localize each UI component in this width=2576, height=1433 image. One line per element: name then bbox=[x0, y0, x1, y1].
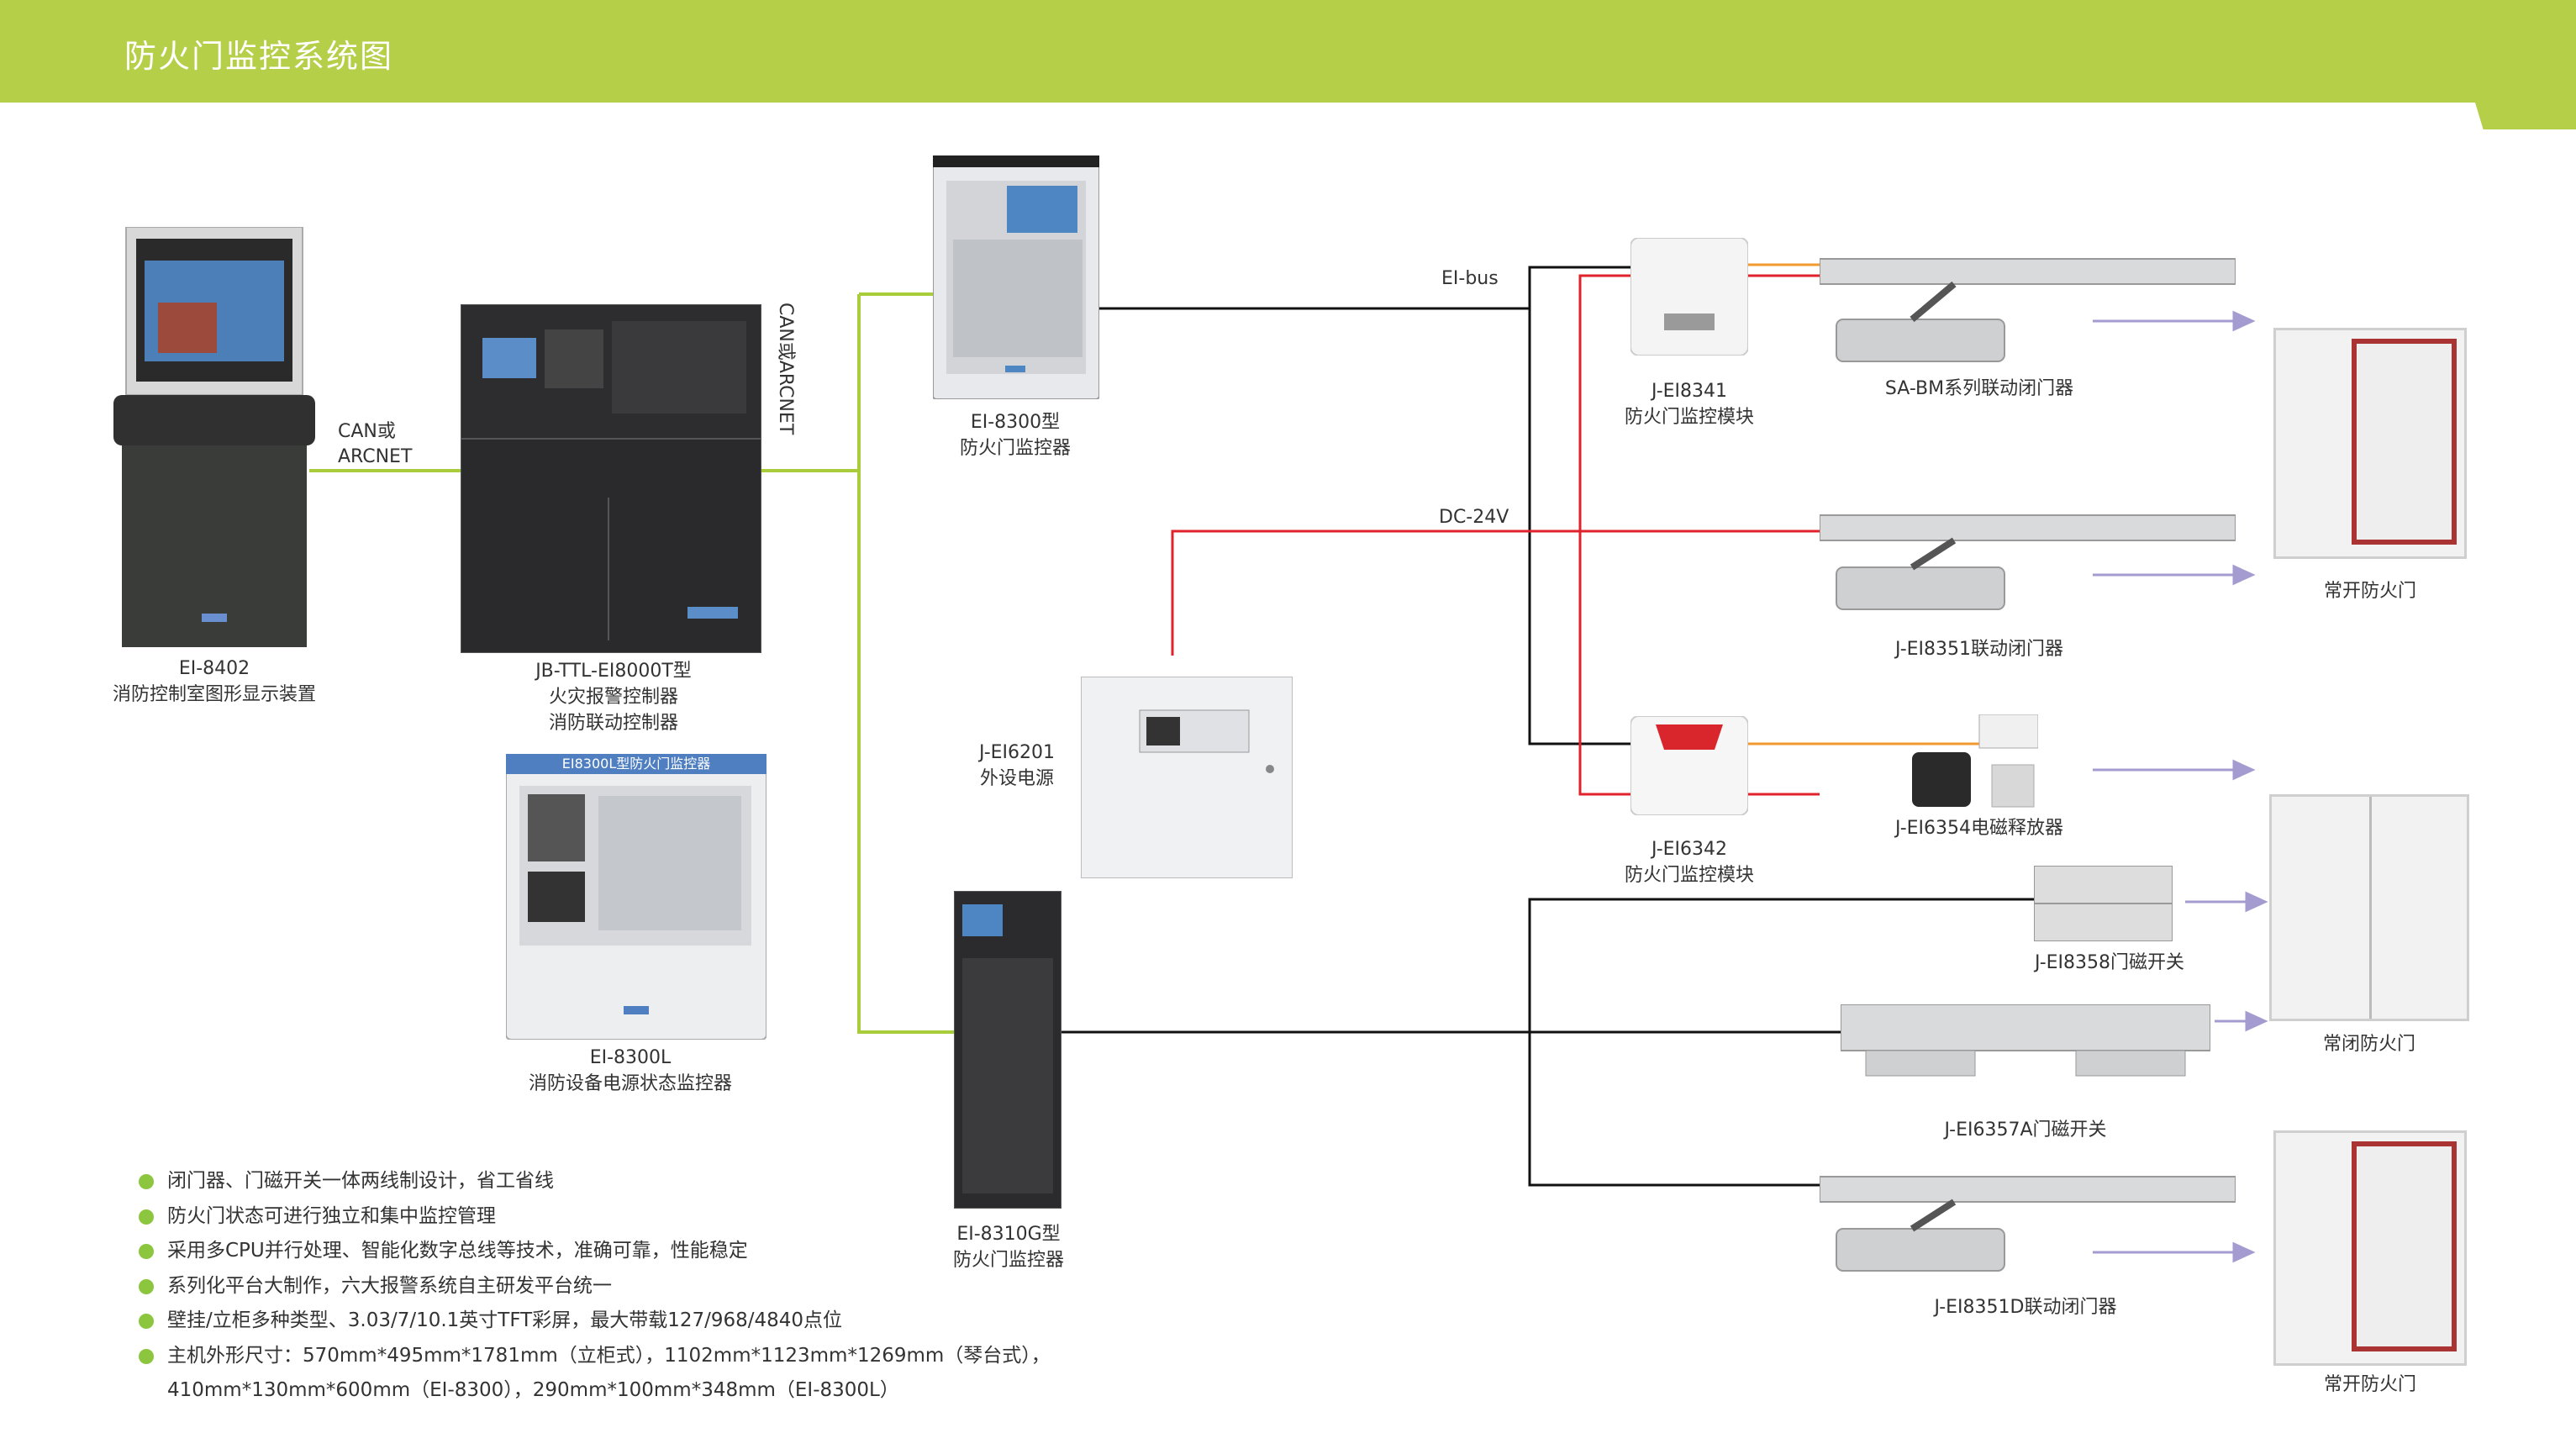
ei8310g-label-2: 防火门监控器 bbox=[952, 1250, 1064, 1271]
ei8300-label-1: EI-8300型 bbox=[970, 412, 1061, 433]
closed-door-image bbox=[2269, 794, 2469, 1021]
ei8402-label-2: 消防控制室图形显示装置 bbox=[112, 684, 316, 705]
ei8310g-device-image bbox=[953, 890, 1062, 1209]
ei6342-device-image bbox=[1630, 715, 1749, 816]
ei8000t-label-3: 消防联动控制器 bbox=[548, 713, 678, 734]
ei8341-device-image bbox=[1630, 237, 1749, 356]
ei8341-label-1: J-EI8341 bbox=[1651, 381, 1728, 402]
ei8310g-label-1: EI-8310G型 bbox=[956, 1224, 1061, 1245]
ei8300l-label-1: EI-8300L bbox=[589, 1047, 672, 1068]
bullet-icon bbox=[139, 1174, 154, 1189]
open-door-1-label: 常开防火门 bbox=[2323, 581, 2416, 602]
header-tab-decoration bbox=[2475, 103, 2576, 129]
door-arrows bbox=[2093, 310, 2268, 1263]
ei6201-label-2: 外设电源 bbox=[979, 768, 1054, 789]
ei8351-closer-image bbox=[1819, 508, 2236, 626]
feature-item: 系列化平台大制作，六大报警系统自主研发平台统一 bbox=[139, 1269, 1051, 1304]
ei6342-label-2: 防火门监控模块 bbox=[1624, 865, 1754, 886]
open-door-1-image bbox=[2273, 328, 2467, 559]
can-arcnet-label-1: CAN或 bbox=[338, 421, 396, 442]
open-door-2-label: 常开防火门 bbox=[2323, 1374, 2416, 1395]
feature-item: 主机外形尺寸：570mm*495mm*1781mm（立柜式），1102mm*11… bbox=[139, 1339, 1051, 1374]
ei6354-release-image bbox=[1912, 714, 2039, 824]
dc24v-label: DC-24V bbox=[1439, 507, 1509, 528]
feature-item: 闭门器、门磁开关一体两线制设计，省工省线 bbox=[139, 1164, 1051, 1199]
feature-list: 闭门器、门磁开关一体两线制设计，省工省线 防火门状态可进行独立和集中监控管理 采… bbox=[139, 1164, 1051, 1409]
header-bar bbox=[0, 0, 2576, 103]
signal-lines bbox=[1748, 263, 1988, 745]
ei8300l-label-2: 消防设备电源状态监控器 bbox=[528, 1073, 732, 1094]
ei8351d-closer-image bbox=[1819, 1170, 2236, 1288]
ei-bus-label: EI-bus bbox=[1441, 268, 1499, 289]
ei8300-label-2: 防火门监控器 bbox=[959, 438, 1071, 459]
ei6357a-switch-image bbox=[1840, 1004, 2211, 1080]
can-arcnet-lines bbox=[309, 292, 954, 1034]
feature-item: 防火门状态可进行独立和集中监控管理 bbox=[139, 1199, 1051, 1235]
sabm-label: SA-BM系列联动闭门器 bbox=[1884, 378, 2074, 399]
ei8300l-device-image: EI8300L型防火门监控器 bbox=[505, 753, 767, 1041]
ei8351d-label: J-EI8351D联动闭门器 bbox=[1934, 1297, 2117, 1318]
closed-door-label: 常闭防火门 bbox=[2322, 1034, 2415, 1055]
ei8358-switch-image bbox=[2033, 865, 2173, 942]
ei6201-device-image bbox=[1080, 676, 1293, 879]
ei8000t-device-image bbox=[460, 303, 762, 654]
ei6342-label-1: J-EI6342 bbox=[1651, 839, 1728, 860]
can-arcnet-vertical-label: CAN或ARCNET bbox=[775, 303, 796, 435]
ei8300-device-image bbox=[932, 155, 1100, 400]
ei6357a-label: J-EI6357A门磁开关 bbox=[1944, 1120, 2107, 1141]
ei6201-label-1: J-EI6201 bbox=[978, 742, 1056, 763]
open-door-2-image bbox=[2273, 1130, 2467, 1366]
feature-item: 壁挂/立柜多种类型、3.03/7/10.1英寸TFT彩屏，最大带载127/968… bbox=[139, 1304, 1051, 1339]
ei8341-label-2: 防火门监控模块 bbox=[1624, 407, 1754, 428]
ei8402-device-image bbox=[109, 226, 319, 647]
ei6354-label: J-EI6354电磁释放器 bbox=[1894, 818, 2064, 839]
sabm-closer-image bbox=[1819, 252, 2236, 370]
bullet-icon bbox=[139, 1209, 154, 1225]
ei8000t-label-1: JB-TTL-EI8000T型 bbox=[535, 661, 692, 682]
feature-item-continued: 410mm*130mm*600mm（EI-8300），290mm*100mm*3… bbox=[167, 1379, 899, 1401]
bullet-icon bbox=[139, 1278, 154, 1294]
bullet-icon bbox=[139, 1244, 154, 1259]
bullet-icon bbox=[139, 1314, 154, 1329]
can-arcnet-label-2: ARCNET bbox=[338, 446, 413, 467]
bullet-icon bbox=[139, 1348, 154, 1364]
ei8300l-panel-title: EI8300L型防火门监控器 bbox=[561, 756, 711, 772]
ei8351-label: J-EI8351联动闭门器 bbox=[1894, 639, 2064, 660]
ei8402-label-1: EI-8402 bbox=[178, 658, 250, 679]
feature-item: 采用多CPU并行处理、智能化数字总线等技术，准确可靠，性能稳定 bbox=[139, 1234, 1051, 1269]
ei8358-label: J-EI8358门磁开关 bbox=[2034, 952, 2185, 973]
ei8000t-label-2: 火灾报警控制器 bbox=[548, 687, 678, 708]
page-title: 防火门监控系统图 bbox=[124, 38, 394, 75]
